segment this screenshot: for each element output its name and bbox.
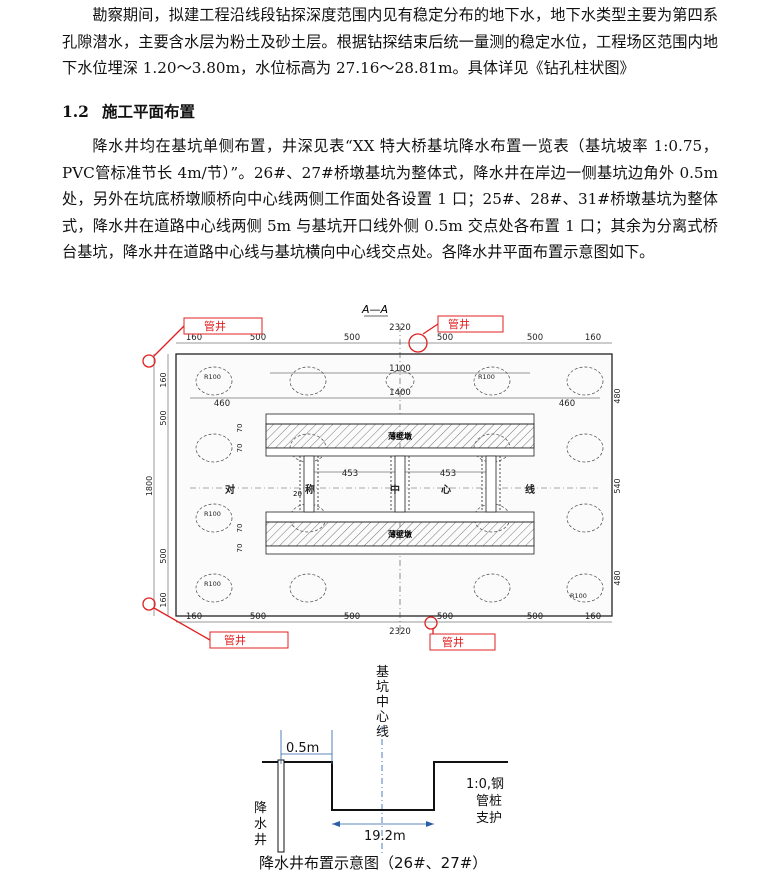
well-callout-bottom-right [429,633,496,651]
well-label-2: 管井 [448,317,470,331]
dim-small-2: 70 [236,444,244,453]
figure-caption: 降水井布置示意图（26#、27#） [259,854,488,872]
radius-label-2: R100 [478,373,495,381]
dim-453-right: 453 [440,469,456,479]
dim-left-5: 160 [159,592,168,607]
pit-profile [262,761,508,811]
pier-beam-top [265,423,535,449]
radius-label-3: R100 [204,510,221,518]
dim-left-2: 500 [159,410,168,425]
dim-small-1: 70 [236,424,244,433]
offset-label: 0.5m [286,741,319,756]
dim-small-4: 70 [236,544,244,553]
svg-text:线: 线 [525,483,535,496]
dim-bottom-1: 160 [186,612,202,622]
section-heading: 1.2 施工平面布置 [62,100,195,122]
dim-bottom-2: 500 [250,612,266,622]
well-callout-bottom-left [209,631,289,649]
beam-label-top: 薄壁墩 [388,431,413,441]
well-plan-drawing: A—A 160 500 500 500 500 160 2320 1100 14… [142,303,620,651]
radius-label-4: R100 [204,580,221,588]
dim-right-3: 480 [613,570,620,585]
dim-top-4: 500 [437,333,453,343]
dim-top-2: 500 [250,333,266,343]
dim-left-3: 1800 [145,476,154,496]
dim-inner-1400: 1400 [389,388,411,398]
well-label-3: 管井 [224,633,246,647]
total-width-top: 2320 [389,323,411,333]
section-title: 施工平面布置 [102,102,196,121]
radius-label-5: R100 [570,592,587,600]
well-vertical-label: 降 水 井 [254,801,271,848]
well-callout-top-left [183,317,263,335]
dim-right-2: 540 [613,478,620,493]
dim-top-6: 160 [585,333,601,343]
dim-small-3: 70 [236,524,244,533]
well-section-drawing: 基 坑 中 心 线 0.5m 19.2m 降 水 井 1:0,钢 管桩 支护 [254,665,508,854]
svg-text:对: 对 [225,483,235,496]
pier-columns [299,455,501,513]
mark-20: 20 [293,490,302,498]
dim-460-right: 460 [559,399,575,409]
well-label-4: 管井 [442,635,464,649]
layout-paragraph: 降水井均在基坑单侧布置，井深见表“XX 特大桥基坑降水布置一览表（基坑坡率 1:… [62,137,718,261]
dim-inner-1100: 1100 [389,364,411,374]
well-pipe [277,759,285,853]
well-marker-top-left [142,354,156,368]
pit-outline [175,353,613,617]
svg-text:称: 称 [305,483,315,496]
dim-top-5: 500 [527,333,543,343]
section-title-label: A—A [361,303,388,316]
dim-left-1: 160 [159,372,168,387]
svg-text:基 坑 中 心 线: 基 坑 中 心 线 [376,665,393,740]
svg-text:心: 心 [441,484,451,496]
dim-bottom-4: 500 [437,612,453,622]
dim-bottom-3: 500 [344,612,360,622]
total-width-bottom: 2320 [389,627,411,637]
centerline-char-1: 基 [376,665,389,680]
section-number: 1.2 [62,102,89,121]
dim-right-1: 480 [613,388,620,403]
centerline-text: 对 称 中 心 线 [225,483,535,496]
well-marker-bottom-left [142,597,156,611]
pier-beam-bottom [265,521,535,547]
radius-label-1: R100 [204,373,221,381]
well-marker-top-center [408,333,428,353]
well-marker-bottom-center [424,616,438,630]
beam-label-bottom: 薄壁墩 [388,529,413,539]
svg-text:中: 中 [390,483,400,496]
well-label-1: 管井 [204,319,226,333]
intro-paragraph: 勘察期间，拟建工程沿线段钻探深度范围内见有稳定分布的地下水，地下水类型主要为第四… [62,6,718,77]
dim-460-left: 460 [214,399,230,409]
dim-top-1: 160 [186,333,202,343]
dim-453-left: 453 [342,469,358,479]
dim-bottom-6: 160 [585,612,601,622]
well-callout-top-right [437,315,504,333]
dim-top-3: 500 [344,333,360,343]
dim-bottom-5: 500 [527,612,543,622]
dim-left-4: 500 [159,548,168,563]
width-label: 19.2m [364,829,406,844]
support-label: 1:0,钢 管桩 支护 [466,777,508,826]
